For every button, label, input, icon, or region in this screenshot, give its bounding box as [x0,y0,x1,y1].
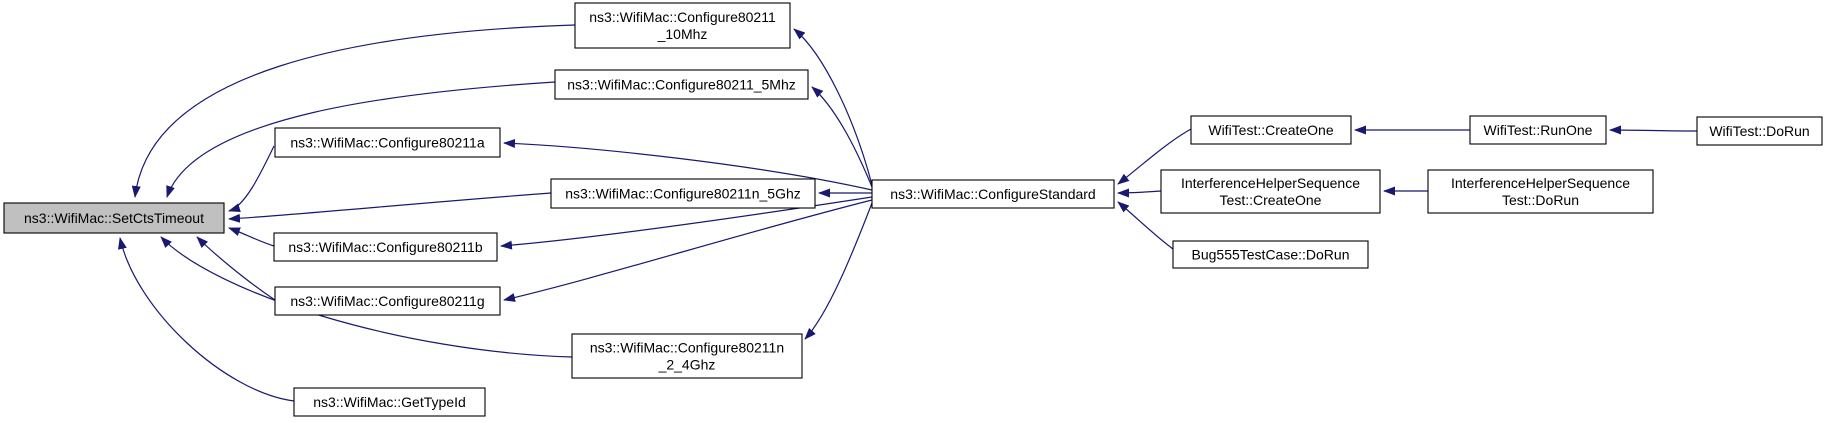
edge-configure-standard-to-configure80211n-24ghz [804,202,873,340]
node-box[interactable] [1469,115,1607,145]
node-label: ns3::WifiMac::Configure80211b [288,239,482,255]
edge-configure-standard-to-configure80211a [503,138,873,191]
edge-wifitest-dorun-to-wifitest-runone [1609,125,1698,135]
node-label: WifiTest::DoRun [1709,123,1809,139]
edge-wifitest-createone-to-configure-standard [1117,128,1192,185]
node-wifitest-createone[interactable]: WifiTest::CreateOne [1190,115,1352,145]
node-label: WifiTest::RunOne [1484,122,1593,138]
node-box[interactable] [554,69,809,100]
edge-configure-standard-to-configure80211-10mhz [793,28,873,186]
node-box[interactable] [550,178,816,209]
node-box[interactable] [273,232,498,262]
node-box[interactable] [1160,169,1381,214]
edge-configure80211g-to-set-cts-timeout [196,236,276,301]
edge-ihs-test-createone-to-configure-standard [1117,188,1162,198]
node-configure80211n-5ghz[interactable]: ns3::WifiMac::Configure80211n_5Ghz [550,178,816,209]
node-box[interactable] [571,333,803,379]
edge-configure80211n-5ghz-to-set-cts-timeout [228,192,552,223]
node-label: _2_4Ghz [658,357,716,373]
node-configure80211n-24ghz[interactable]: ns3::WifiMac::Configure80211n_2_4Ghz [571,333,803,379]
edges-layer [118,24,1698,402]
node-label: WifiTest::CreateOne [1208,122,1333,138]
edge-configure-standard-to-configure80211-5mhz [811,86,873,188]
node-configure80211a[interactable]: ns3::WifiMac::Configure80211a [274,127,501,158]
node-box[interactable] [1696,116,1823,146]
edge-configure80211a-to-set-cts-timeout [228,145,275,212]
node-label: ns3::WifiMac::ConfigureStandard [890,186,1095,202]
node-label: _10Mhz [657,26,708,42]
node-bug555testcase-dorun[interactable]: Bug555TestCase::DoRun [1172,240,1369,269]
edge-configure80211b-to-set-cts-timeout [228,227,275,247]
node-box[interactable] [574,2,791,49]
nodes-layer: ns3::WifiMac::SetCtsTimeoutns3::WifiMac:… [3,2,1823,417]
node-box[interactable] [274,286,501,316]
node-label: ns3::WifiMac::SetCtsTimeout [24,210,204,226]
node-configure-standard[interactable]: ns3::WifiMac::ConfigureStandard [871,179,1115,209]
node-configure80211b[interactable]: ns3::WifiMac::Configure80211b [273,232,498,262]
edge-configure-standard-to-configure80211g [503,199,873,302]
node-configure80211g[interactable]: ns3::WifiMac::Configure80211g [274,286,501,316]
node-box[interactable] [871,179,1115,209]
edge-configure-standard-to-configure80211b [500,196,873,250]
node-label: Test::CreateOne [1220,192,1322,208]
focal-node-box [3,202,225,234]
node-label: ns3::WifiMac::GetTypeId [313,394,466,410]
node-label: ns3::WifiMac::Configure80211 [589,9,776,25]
node-label: Bug555TestCase::DoRun [1192,247,1350,263]
edge-get-type-id-to-set-cts-timeout [118,237,295,402]
node-label: ns3::WifiMac::Configure80211n [590,340,784,356]
node-ihs-test-createone[interactable]: InterferenceHelperSequenceTest::CreateOn… [1160,169,1381,214]
node-label: Test::DoRun [1502,192,1579,208]
edge-configure80211n-24ghz-to-set-cts-timeout [160,236,573,358]
node-get-type-id[interactable]: ns3::WifiMac::GetTypeId [293,387,486,417]
edge-configure80211-5mhz-to-set-cts-timeout [166,81,556,198]
node-wifitest-dorun[interactable]: WifiTest::DoRun [1696,116,1823,146]
node-label: ns3::WifiMac::Configure80211a [290,135,484,151]
node-wifitest-runone[interactable]: WifiTest::RunOne [1469,115,1607,145]
node-label: ns3::WifiMac::Configure80211g [290,293,484,309]
node-set-cts-timeout: ns3::WifiMac::SetCtsTimeout [3,202,225,234]
node-box[interactable] [274,127,501,158]
edge-configure80211-10mhz-to-set-cts-timeout [131,24,576,198]
node-box[interactable] [1427,169,1654,214]
node-label: ns3::WifiMac::Configure80211n_5Ghz [565,186,801,202]
node-box[interactable] [1172,240,1369,269]
node-configure80211-10mhz[interactable]: ns3::WifiMac::Configure80211_10Mhz [574,2,791,49]
node-label: ns3::WifiMac::Configure80211_5Mhz [567,77,796,93]
node-box[interactable] [1190,115,1352,145]
node-label: InterferenceHelperSequence [1451,175,1630,191]
edge-bug555testcase-dorun-to-configure-standard [1117,201,1174,250]
node-label: InterferenceHelperSequence [1181,175,1360,191]
node-configure80211-5mhz[interactable]: ns3::WifiMac::Configure80211_5Mhz [554,69,809,100]
node-box[interactable] [293,387,486,417]
